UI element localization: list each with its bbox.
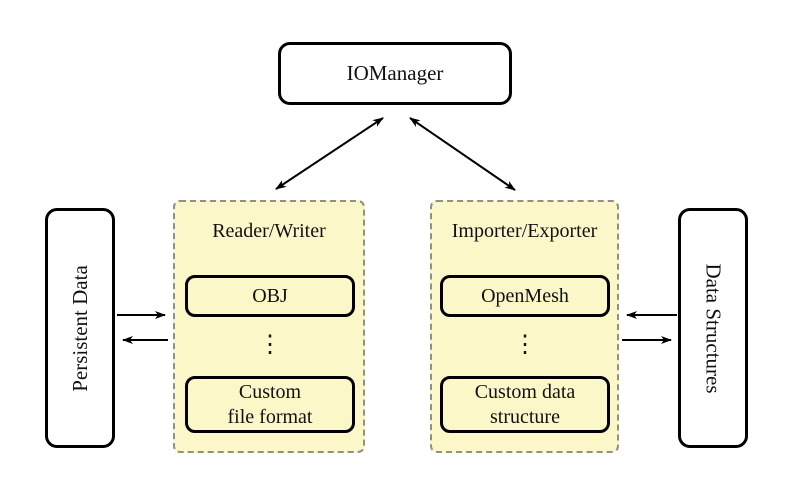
arrow-iomanager-importerexporter <box>409 117 516 191</box>
openmesh-label: OpenMesh <box>481 284 569 307</box>
custom-file-format-label: Custom file format <box>227 381 313 428</box>
persistent-data-box: Persistent Data <box>45 208 115 448</box>
iomanager-box: IOManager <box>278 42 512 105</box>
obj-box: OBJ <box>185 275 355 317</box>
reader-writer-ellipsis: ⋮ <box>258 332 282 358</box>
custom-data-structure-label: Custom data structure <box>474 381 576 428</box>
importer-exporter-ellipsis: ⋮ <box>513 332 537 358</box>
importer-exporter-title: Importer/Exporter <box>451 220 598 242</box>
iomanager-label: IOManager <box>346 61 444 85</box>
obj-label: OBJ <box>252 284 288 307</box>
custom-data-structure-box: Custom data structure <box>440 376 610 433</box>
arrow-iomanager-readerwriter <box>275 117 384 190</box>
openmesh-box: OpenMesh <box>440 275 610 317</box>
reader-writer-title: Reader/Writer <box>212 220 326 242</box>
persistent-data-label: Persistent Data <box>67 264 92 392</box>
data-structures-label: Data Structures <box>701 262 726 394</box>
data-structures-box: Data Structures <box>678 208 748 448</box>
custom-file-format-box: Custom file format <box>185 376 355 433</box>
